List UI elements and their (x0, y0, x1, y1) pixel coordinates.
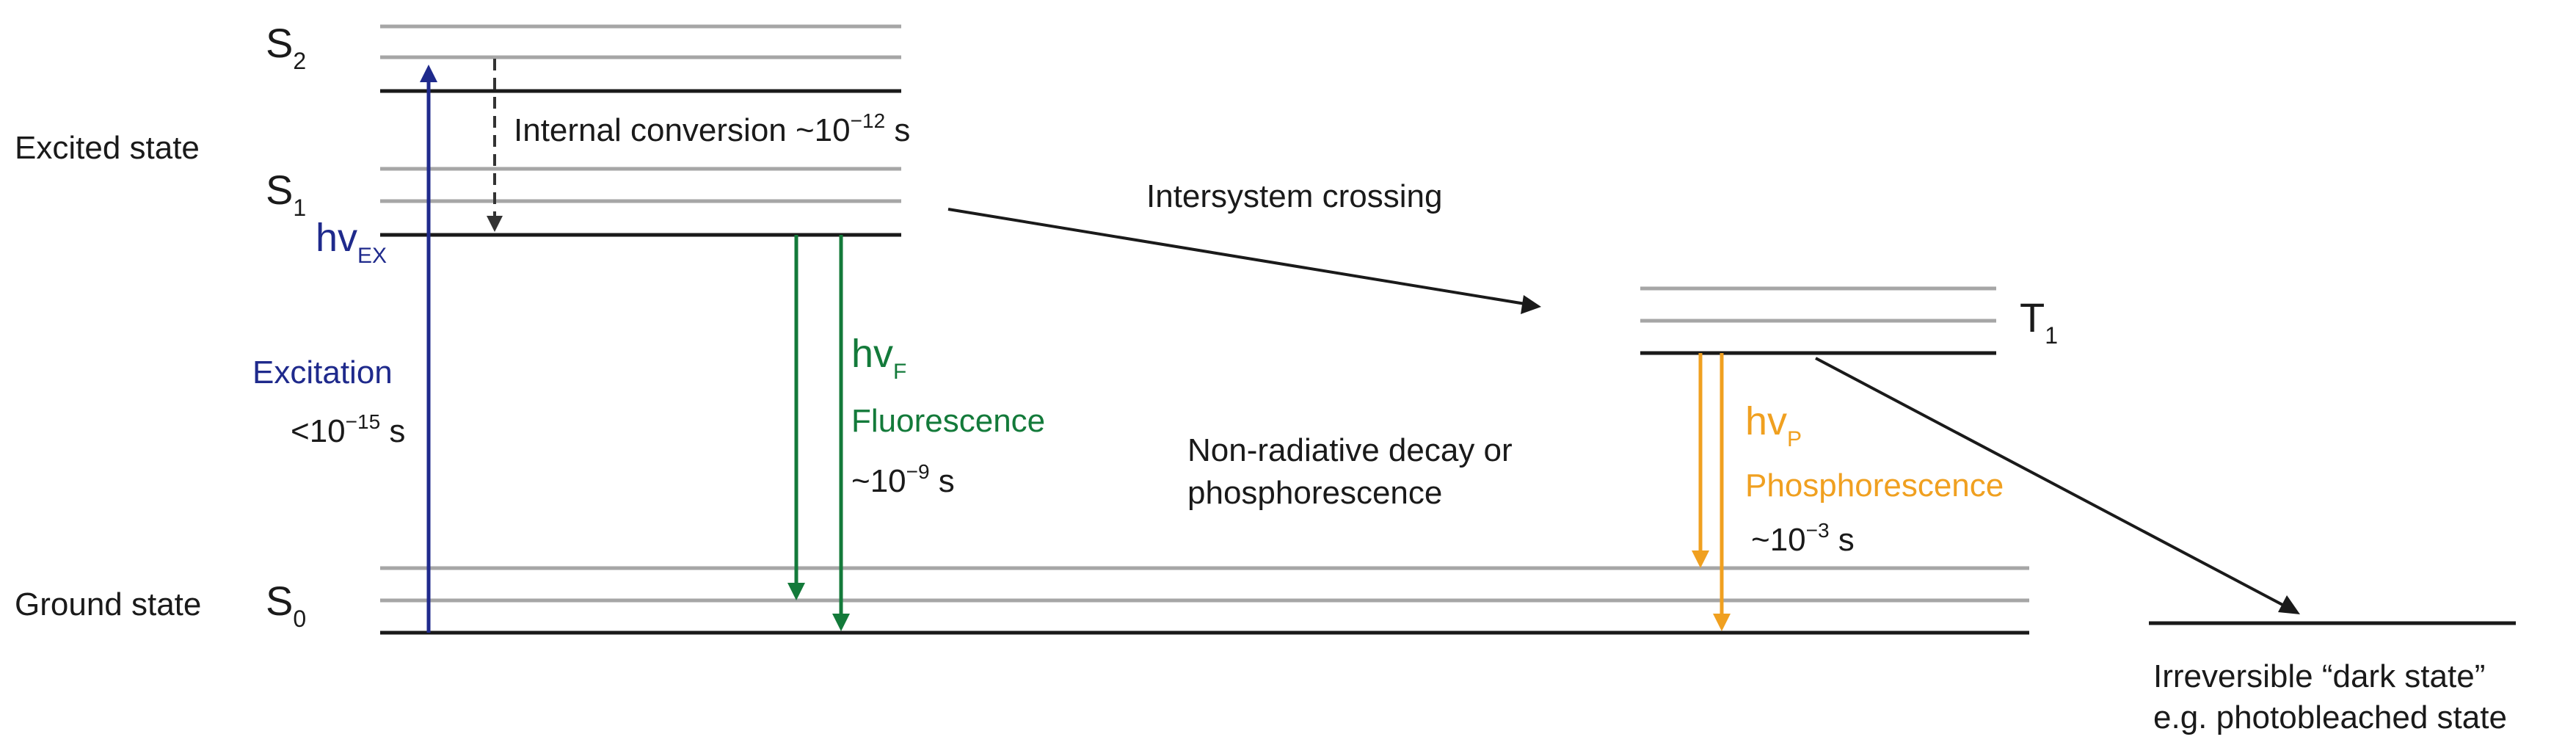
t1-levels (1640, 286, 1996, 355)
dark-state-label-line-2: e.g. photobleached state (2153, 699, 2507, 735)
fluorescence-label: Fluorescence (851, 403, 1045, 439)
hv-ex-label: hvEX (316, 216, 387, 268)
excitation-label: Excitation (252, 355, 393, 390)
phosphorescence-time: ~10−3 s (1751, 519, 1855, 558)
s2-levels (380, 24, 901, 93)
t1-symbol: T1 (2020, 294, 2058, 349)
nonradiative-label-line-2: phosphorescence (1187, 475, 1442, 511)
excited-state-label: Excited state (15, 130, 200, 166)
internal-conversion-arrow (487, 59, 503, 232)
s1-levels (380, 167, 901, 237)
internal-conversion-label: Internal conversion ~10−12 s (514, 109, 910, 148)
s0-symbol: S0 (266, 578, 306, 632)
fluorescence-arrows (787, 235, 850, 631)
excitation-time: <10−15 s (291, 410, 405, 449)
phosphorescence-label: Phosphorescence (1745, 468, 2004, 504)
hv-f-label: hvF (851, 332, 906, 384)
s1-symbol: S1 (266, 167, 306, 221)
phosphorescence-arrows (1692, 353, 1731, 631)
excitation-arrow (420, 65, 437, 633)
s2-symbol: S2 (266, 20, 306, 74)
fluorescence-time: ~10−9 s (851, 460, 955, 499)
hv-p-label: hvP (1745, 399, 1802, 451)
dark-state-arrow (1815, 357, 2300, 614)
dark-state-label-line-1: Irreversible “dark state” (2153, 658, 2485, 694)
s0-levels (380, 566, 2029, 635)
nonradiative-label-line-1: Non-radiative decay or (1187, 432, 1513, 468)
intersystem-crossing-label: Intersystem crossing (1146, 178, 1442, 214)
intersystem-crossing-arrow (947, 208, 1541, 314)
ground-state-label: Ground state (15, 586, 201, 622)
